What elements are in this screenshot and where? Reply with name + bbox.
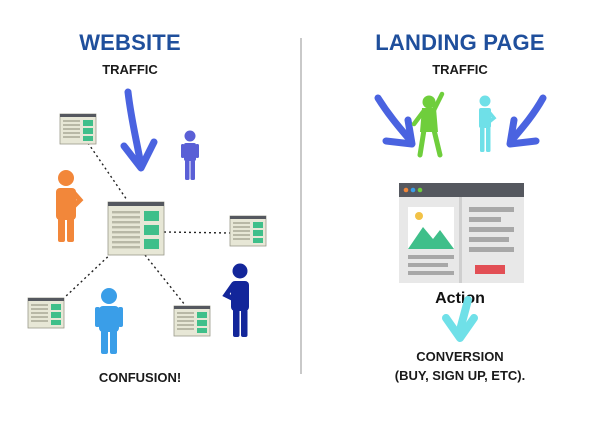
conversion-examples-label: (BUY, SIGN UP, ETC).: [394, 368, 526, 383]
webpage-thumbnail-icon: [173, 305, 211, 337]
webpage-thumbnail-icon: [59, 113, 97, 145]
connector-lines: [63, 142, 231, 306]
person-icon: [222, 263, 249, 337]
website-outcome-label: CONFUSION!: [98, 370, 182, 385]
down-arrow-icon: [120, 88, 158, 172]
webpage-thumbnail-icon: [27, 297, 65, 329]
person-icon: [95, 288, 123, 354]
down-arrow-icon: [506, 94, 547, 148]
website-traffic-label: TRAFFIC: [102, 62, 158, 77]
browser-window-icon: [399, 183, 524, 283]
central-webpage-icon: [107, 201, 165, 256]
person-icon: [181, 130, 199, 180]
person-icon: [479, 95, 497, 152]
image-placeholder-icon: [408, 207, 454, 249]
action-label: Action: [435, 290, 485, 307]
down-arrow-icon: [374, 94, 416, 148]
center-divider: [300, 38, 302, 374]
website-title: WEBSITE: [79, 30, 181, 55]
landing-page-title: LANDING PAGE: [375, 30, 545, 55]
landing-traffic-label: TRAFFIC: [432, 62, 488, 77]
webpage-thumbnail-icon: [229, 215, 267, 247]
down-arrow-icon: [442, 296, 478, 342]
person-icon: [56, 170, 84, 242]
person-icon: [411, 91, 445, 158]
conversion-label: CONVERSION: [416, 349, 504, 364]
